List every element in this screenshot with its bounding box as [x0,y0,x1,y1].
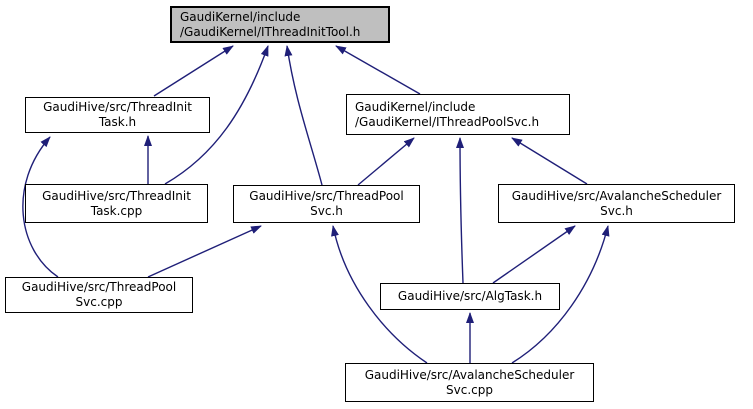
node-label-line: Svc.cpp [446,382,493,397]
node-label-line: GaudiHive/src/ThreadPool [249,189,404,203]
edge-ithreadpoolsvc-h-to-ithreadinittool-h [335,45,421,95]
node-label-line: Task.cpp [90,203,143,218]
node-label-line: GaudiHive/src/ThreadInit [42,188,191,203]
edge-avalancheschedulersvc-h-to-ithreadpoolsvc-h [511,137,588,185]
edge-avalancheschedulersvc-cpp-to-threadpoolsvc-h [331,225,428,364]
node-ithreadinittool-h: GaudiKernel/include/GaudiKernel/IThreadI… [170,6,390,43]
edge-threadpoolsvc-cpp-to-threadpoolsvc-h [147,225,262,278]
node-label-line: /GaudiKernel/IThreadPoolSvc.h [355,114,540,129]
edge-algtask-h-to-ithreadpoolsvc-h [456,137,465,284]
edge-threadpoolsvc-h-to-ithreadinittool-h [284,45,323,186]
edge-threadpoolsvc-h-to-ithreadpoolsvc-h [357,137,415,186]
edge-threadinittask-h-to-ithreadinittool-h [153,45,234,97]
node-label-line: GaudiKernel/include [355,99,476,114]
node-label-line: GaudiHive/src/AvalancheScheduler [511,188,722,203]
node-label-line: Svc.h [310,204,343,218]
node-label-line: GaudiHive/src/AvalancheScheduler [364,367,575,382]
edge-threadpoolsvc-cpp-to-threadinittask-h [22,136,59,278]
node-label-line: /GaudiKernel/IThreadInitTool.h [180,24,361,39]
node-label-line: GaudiHive/src/AlgTask.h [397,289,543,303]
node-label-line: GaudiHive/src/ThreadPool [21,280,177,294]
node-algtask-h[interactable]: GaudiHive/src/AlgTask.h [380,283,560,310]
node-label-line: Task.h [98,115,137,129]
edge-threadinittask-cpp-to-ithreadinittool-h [164,45,269,185]
edge-avalancheschedulersvc-cpp-to-avalancheschedulersvc-h [511,225,610,364]
node-label-line: Svc.cpp [75,295,123,309]
node-label-line: GaudiKernel/include [180,9,301,24]
edge-algtask-h-to-avalancheschedulersvc-h [492,225,576,284]
node-label-line: GaudiHive/src/ThreadInit [43,100,192,114]
node-ithreadpoolsvc-h[interactable]: GaudiKernel/include/GaudiKernel/IThreadP… [346,94,570,135]
node-label-line: Svc.h [600,203,633,218]
